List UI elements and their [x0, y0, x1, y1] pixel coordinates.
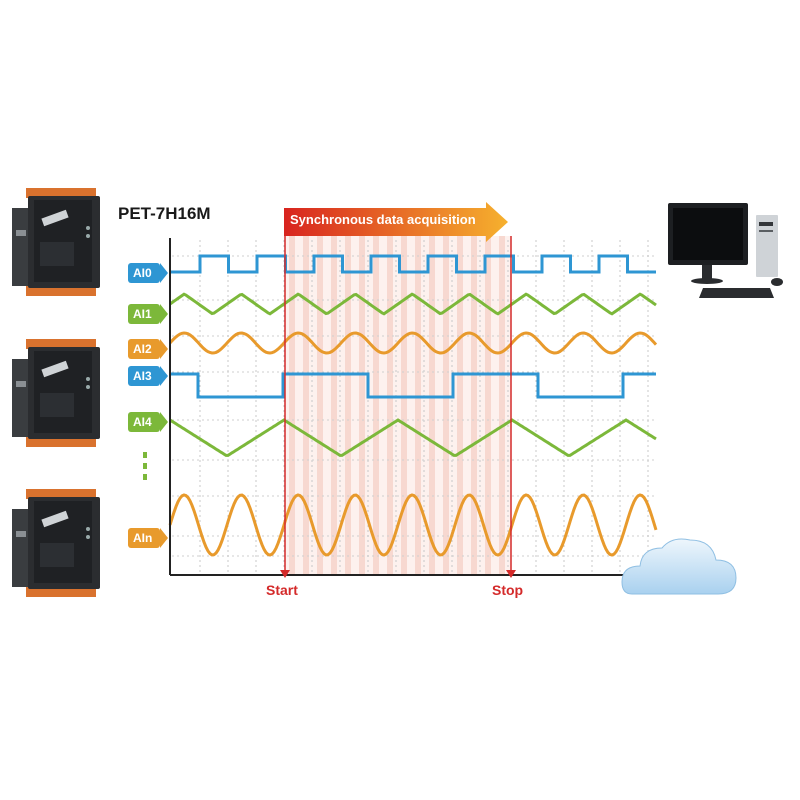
cloud-icon [621, 538, 737, 595]
desktop-computer-icon [668, 203, 783, 298]
acquisition-stripe [415, 236, 421, 575]
acquisition-stripe [373, 236, 379, 575]
acquisition-stripe [443, 236, 449, 575]
chart-axes [169, 238, 658, 576]
start-label: Start [266, 582, 298, 598]
stop-marker-arrow [506, 570, 516, 578]
acquisition-window [285, 236, 511, 575]
waveform-ai1 [169, 292, 657, 316]
waveforms [168, 254, 658, 557]
waveform-ai3 [170, 372, 656, 399]
acquisition-stripe [457, 236, 463, 575]
channel-tag-ai3: AI3 [128, 366, 168, 386]
acquisition-stripe [471, 236, 477, 575]
waveform-ai4 [169, 418, 657, 457]
stop-label: Stop [492, 582, 524, 598]
io-module-icon [12, 188, 100, 296]
acquisition-stripe [359, 236, 365, 575]
acquisition-stripe [303, 236, 309, 575]
ellipsis-dots [143, 452, 149, 485]
channel-tag-ai4: AI4 [128, 412, 168, 432]
acquisition-stripe [429, 236, 435, 575]
acquisition-stripe [289, 236, 295, 575]
acquisition-stripe [499, 236, 505, 575]
channel-tag-ai2: AI2 [128, 339, 168, 359]
banner-label: Synchronous data acquisition [290, 212, 476, 227]
acquisition-stripe [485, 236, 491, 575]
channel-tag-ai0: AI0 [128, 263, 168, 283]
waveform-ai0 [170, 254, 656, 274]
io-module-icon [12, 339, 100, 447]
chart-grid [172, 240, 656, 574]
start-marker-arrow [280, 570, 290, 578]
acquisition-stripe [317, 236, 323, 575]
channel-tag-ai1: AI1 [128, 304, 168, 324]
acquisition-stripe [345, 236, 351, 575]
waveform-ai2 [168, 331, 658, 355]
io-module-icon [12, 489, 100, 597]
acquisition-stripe [401, 236, 407, 575]
trigger-markers [280, 236, 516, 578]
acquisition-stripe [331, 236, 337, 575]
device-title: PET-7H16M [118, 204, 211, 223]
acquisition-stripe [387, 236, 393, 575]
waveform-ain [168, 493, 658, 557]
banner-arrow [284, 202, 508, 242]
channel-tag-ain: AIn [128, 528, 168, 548]
